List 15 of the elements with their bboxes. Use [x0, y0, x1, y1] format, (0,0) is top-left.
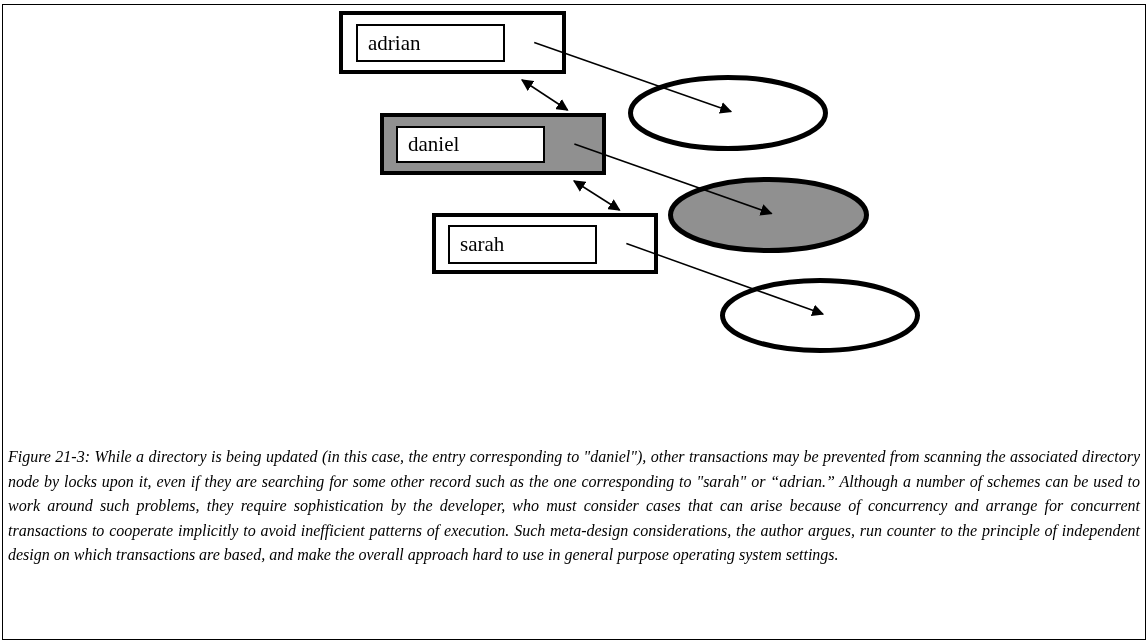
arrow — [625, 242, 825, 316]
name-field: sarah — [448, 225, 597, 264]
arrow — [533, 41, 733, 114]
arrow — [573, 143, 773, 216]
name-field: daniel — [396, 126, 545, 163]
ellipse — [628, 75, 828, 151]
record-box — [339, 11, 566, 74]
arrow — [521, 79, 569, 111]
caption: Figure 21-3: While a directory is being updated (in this case, the entry corresponding to "daniel"), other transactions may be prevented from scanning the associated directory node by locks upon it, even if they are searching for some other record such as the one corresponding to "sarah" or “adrian.” Although a number of schemes can be used to work around such problems, they require sophistication by the developer, who must consider cases that can arise because of concurrency and arrange for concurrent transactions to cooperate implicitly to avoid inefficient patterns of execution. Such meta-design considerations, the author argues, run counter to the principle of independent design on which transactions are based, and make the overall approach hard to use in general purpose operating system settings. — [8, 447, 1140, 566]
ellipse — [720, 278, 920, 353]
ellipse — [668, 177, 869, 253]
record-box — [432, 213, 658, 274]
name-field: adrian — [356, 24, 505, 62]
record-box — [380, 113, 606, 175]
arrow — [573, 180, 621, 211]
